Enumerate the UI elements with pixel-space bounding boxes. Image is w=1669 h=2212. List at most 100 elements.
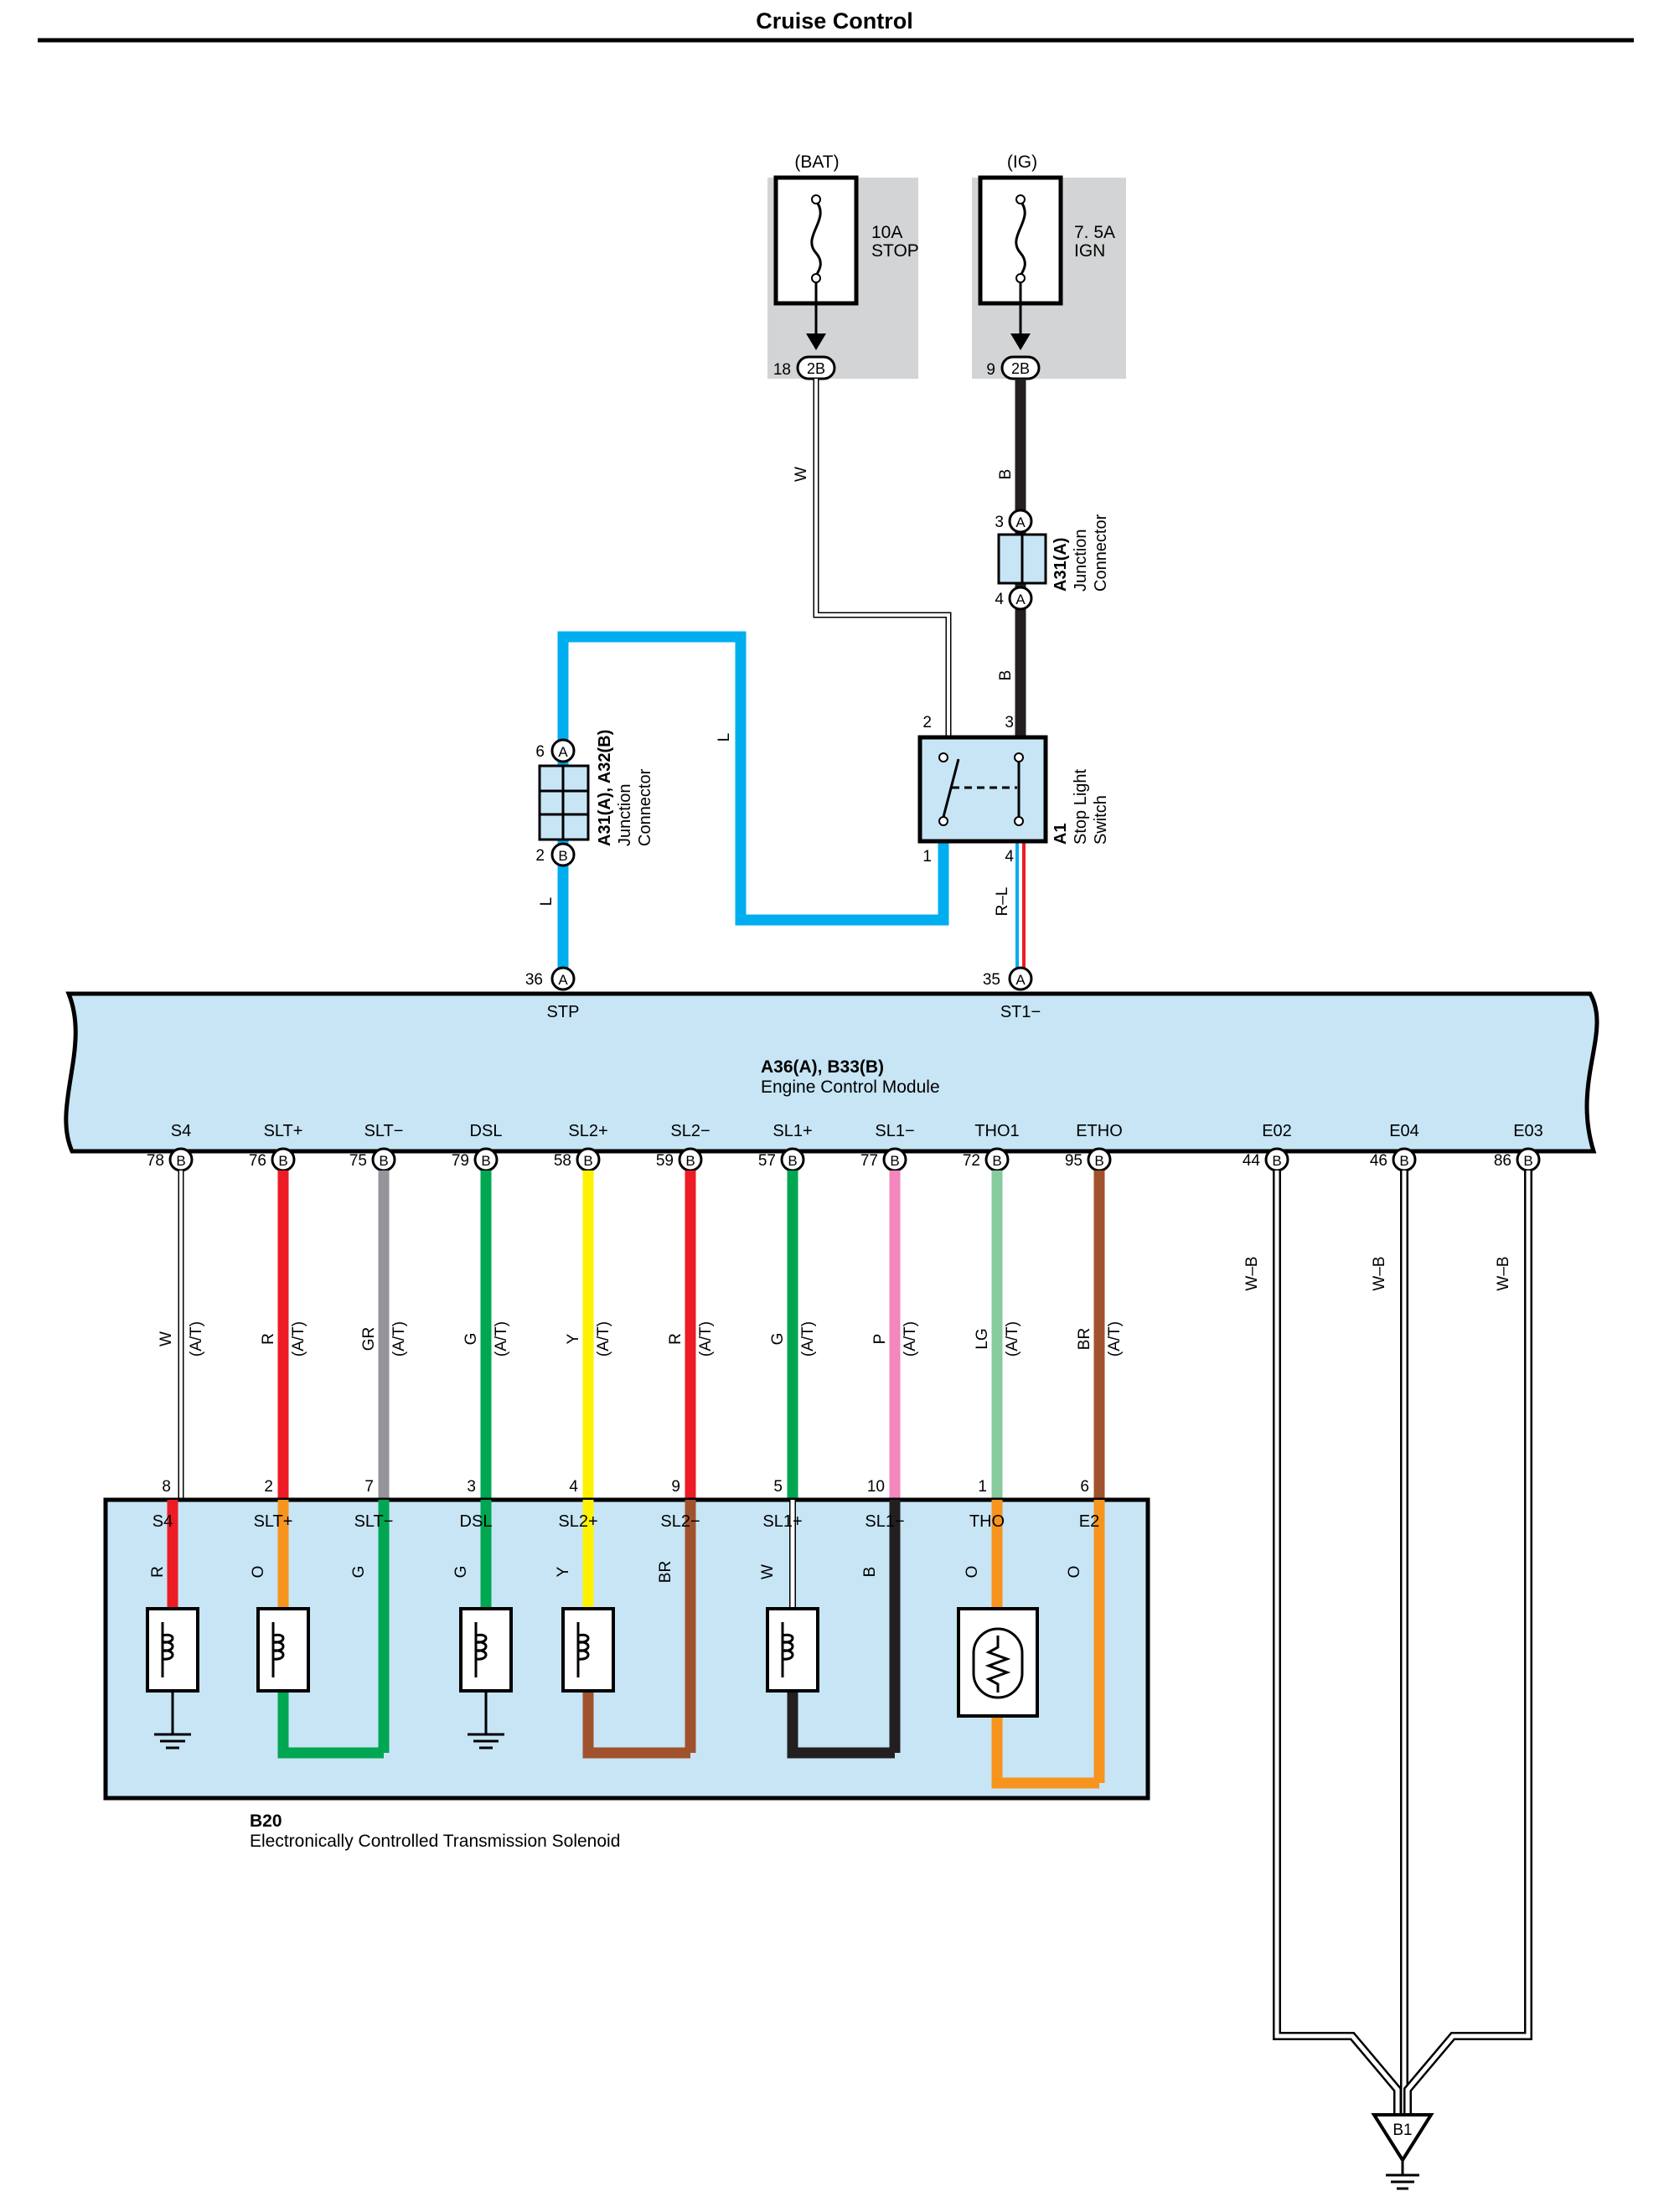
pin-number: 57 [758, 1152, 776, 1170]
pin-conn: B [176, 1153, 185, 1169]
pin-number: 6 [535, 743, 545, 761]
ground-id: B1 [1393, 2122, 1412, 2139]
tcm-wires: W(A/T)R(A/T)GR(A/T)G(A/T)Y(A/T)R(A/T)G(A… [158, 1171, 1124, 1500]
page-title: Cruise Control [756, 8, 913, 34]
wire-label: W–B [1371, 1256, 1388, 1290]
pin-number: 79 [452, 1152, 469, 1170]
upper-wires: W B B L L R–L [538, 379, 1026, 969]
internal-wire-label: BR [657, 1561, 674, 1583]
pin-conn: A [1015, 514, 1026, 530]
pin-conn: B [788, 1153, 797, 1169]
signal-label: ST1− [1000, 1003, 1041, 1021]
pin-number: 78 [147, 1152, 164, 1170]
pin-number: 6 [1080, 1478, 1089, 1496]
signal-label: DSL [470, 1122, 503, 1140]
wire-label: (A/T) [390, 1321, 408, 1357]
coil-winding-icon [162, 1633, 174, 1661]
pin-number: 46 [1370, 1152, 1387, 1170]
pin-number: 8 [162, 1478, 171, 1496]
signal-label: SL1− [875, 1122, 914, 1140]
solenoid-block: 8S4R2SLT+O7SLT−G3DSLG4SL2+Y9SL2−BR5SL1+W… [103, 1478, 1150, 1851]
component-id: A31(A) [1052, 538, 1070, 592]
wire-label: (A/T) [290, 1321, 307, 1357]
pin-conn: B [1272, 1153, 1281, 1169]
signal-label: SL2+ [558, 1512, 597, 1531]
internal-wire-label: G [452, 1566, 470, 1579]
pin-number: 2 [922, 714, 932, 731]
component-desc: Stop Light [1072, 768, 1090, 845]
pin-badge [1008, 586, 1033, 611]
junction-a31: A A 3 4 A31(A) Junction Connector [995, 509, 1110, 611]
switch-contact-icon [1014, 816, 1024, 826]
pin-number: 2 [535, 847, 545, 865]
wire-label: L [716, 733, 733, 742]
pin-number: 76 [249, 1152, 266, 1170]
pin-number: 3 [995, 514, 1004, 531]
coil-winding-icon [475, 1633, 488, 1661]
signal-label: THO [969, 1512, 1005, 1531]
wire-label: R–L [994, 887, 1011, 917]
fuse-terminal-icon [811, 273, 821, 283]
connector-code: 2B [1011, 360, 1030, 377]
signal-label: DSL [460, 1512, 493, 1531]
pin-badge [550, 842, 576, 867]
stop-light-switch: 2 3 1 4 A1 Stop Light Switch [917, 714, 1110, 866]
wire-label: (A/T) [902, 1321, 919, 1357]
ecm-body [64, 991, 1599, 1154]
switch-contact-icon [938, 752, 948, 762]
solenoid-loop [787, 1691, 895, 1759]
signal-label: SL2− [660, 1512, 700, 1531]
fuse-source-bat: (BAT) [794, 152, 839, 172]
signal-label: S4 [152, 1512, 173, 1531]
solenoid-loop [991, 1716, 1099, 1789]
wire-label: B [997, 670, 1015, 681]
ecm-id: A36(A), B33(B) [761, 1057, 884, 1077]
signal-label: E04 [1389, 1122, 1419, 1140]
pin-number: 95 [1065, 1152, 1083, 1170]
signal-label: SLT− [364, 1122, 404, 1140]
pin-number: 1 [978, 1478, 987, 1496]
pin-number: 72 [963, 1152, 980, 1170]
pin-number: 44 [1243, 1152, 1261, 1170]
fuse-stop-group: (BAT) 10A STOP 2B 18 [767, 152, 919, 380]
ground-wire-core [1274, 1171, 1400, 2115]
signal-label: SL1− [865, 1512, 904, 1531]
pin-number: 4 [1005, 848, 1014, 866]
connector-arrow-icon [1010, 333, 1031, 350]
pin-badge [1008, 509, 1033, 534]
pin-number: 35 [983, 971, 1000, 989]
pin-conn: B [278, 1153, 287, 1169]
signal-label: SLT+ [254, 1512, 293, 1531]
pin-conn: B [481, 1153, 490, 1169]
pin-number: 3 [467, 1478, 476, 1496]
component-desc: Connector [1092, 514, 1110, 592]
pin-number: 2 [264, 1478, 273, 1496]
pin-conn: B [1523, 1153, 1532, 1169]
internal-wire-label: R [149, 1566, 167, 1578]
coil-icon [459, 1607, 513, 1693]
fuse-terminal-icon [1015, 273, 1026, 283]
fuse-rating-bat: 10A [871, 223, 902, 242]
pin-badge [1008, 966, 1033, 991]
pin-number: 9 [986, 361, 995, 379]
internal-wire-label: O [964, 1566, 981, 1579]
fuse-element-icon [810, 200, 822, 277]
pin-conn: B [890, 1153, 899, 1169]
internal-wire-label: W [759, 1564, 777, 1579]
engine-control-module: A36(A), B33(B) Engine Control Module A36… [64, 966, 1599, 1172]
connector-code: 2B [807, 360, 825, 377]
ecm-name: Engine Control Module [761, 1078, 940, 1097]
coil-icon [256, 1607, 310, 1693]
component-desc: Junction [1072, 530, 1090, 592]
signal-label: E03 [1513, 1122, 1543, 1140]
pin-conn: A [558, 744, 568, 760]
wire-label: Y [565, 1333, 582, 1344]
ground-wire [1403, 1171, 1532, 2115]
component-desc: Switch [1092, 795, 1110, 845]
fuse-source-ig: (IG) [1007, 152, 1037, 172]
wire-label: R [667, 1333, 685, 1345]
pin-conn: B [583, 1153, 592, 1169]
signal-label: SLT− [354, 1512, 394, 1531]
component-desc: Connector [636, 768, 654, 846]
